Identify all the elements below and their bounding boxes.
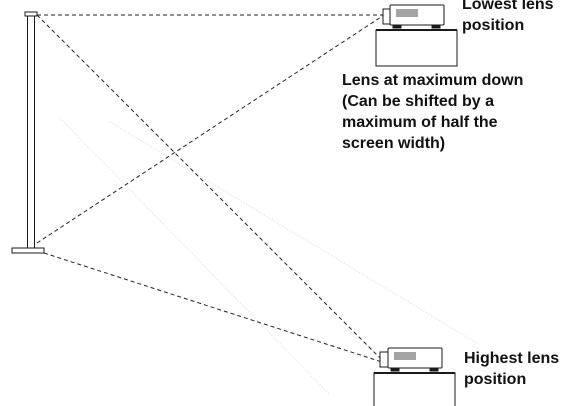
projector-icon	[379, 347, 443, 372]
lens-max-down-label: Lens at maximum down (Can be shifted by …	[342, 70, 523, 154]
projection-screen-icon	[11, 11, 45, 254]
watermark-lines	[59, 117, 481, 396]
projection-lines	[36, 14, 385, 363]
projector-table-icon	[373, 372, 456, 406]
projector-top	[375, 4, 458, 67]
projection-line-bottom-a	[36, 14, 383, 361]
label-line: Lens at maximum down	[342, 72, 524, 89]
label-line: maximum of half the	[342, 114, 498, 131]
projector-bottom	[373, 347, 456, 406]
label-line: (Can be shifted by a	[342, 93, 495, 110]
projection-line-top-b	[36, 14, 385, 244]
label-line: Lowest lens	[462, 0, 554, 13]
lowest-position-label: Lowest lens position	[462, 0, 554, 36]
label-line: position	[464, 371, 527, 388]
label-line: Highest lens	[464, 350, 560, 367]
label-line: screen width)	[342, 135, 446, 152]
projection-line-bottom-b	[43, 252, 383, 363]
highest-position-label: Highest lens position	[464, 348, 559, 390]
projector-table-icon	[375, 29, 458, 67]
label-line: position	[462, 17, 525, 34]
projector-icon	[382, 4, 445, 29]
